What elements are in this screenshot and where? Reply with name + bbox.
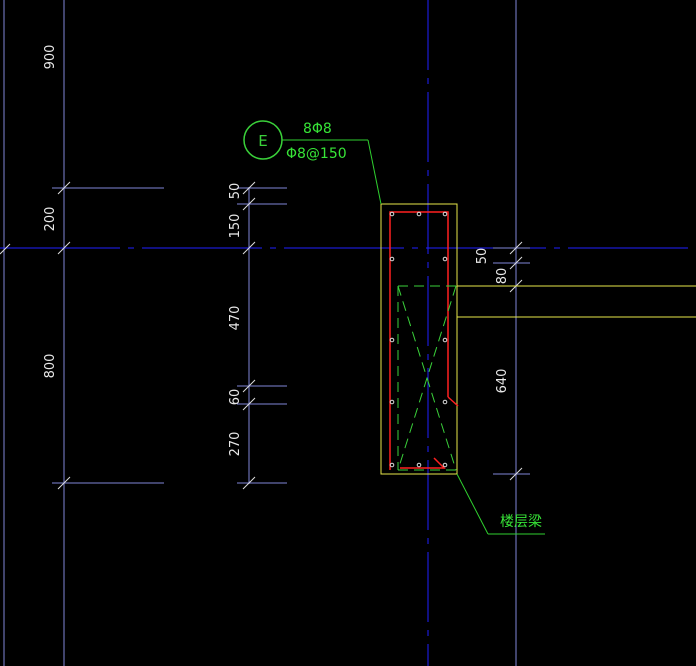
rebar-hook (447, 396, 459, 407)
tick (509, 256, 523, 270)
tick (242, 379, 256, 393)
axis-marker-label: E (258, 132, 267, 150)
rebar-bottom (400, 457, 446, 469)
inner-dim-60: 60 (228, 389, 243, 406)
inner-dim-150: 150 (228, 214, 243, 239)
tick (242, 476, 256, 490)
tick (242, 397, 256, 411)
tick (509, 467, 523, 481)
tick (57, 181, 71, 195)
tick (242, 197, 256, 211)
inner-dim-470: 470 (228, 306, 243, 331)
left-dim-middle: 200 (43, 207, 58, 232)
left-dim-top: 900 (43, 45, 58, 70)
beam-label: 楼层梁 (500, 514, 542, 530)
stirrup-dashed (397, 285, 457, 471)
beam-outline (380, 203, 458, 475)
tick (0, 243, 11, 255)
tick (57, 476, 71, 490)
tick (242, 241, 256, 255)
rebar-outline (389, 211, 449, 470)
right-dim-80: 80 (495, 268, 510, 285)
inner-dim-50: 50 (228, 183, 243, 200)
annotation-leader (367, 139, 382, 205)
inner-dim-270: 270 (228, 432, 243, 457)
tick (509, 241, 523, 255)
rebar-annotation: 8Φ8 (303, 121, 332, 137)
tick (57, 241, 71, 255)
left-dim-bottom: 800 (43, 354, 58, 379)
right-dim-50: 50 (475, 248, 490, 265)
rebar-dots (389, 211, 448, 468)
right-dim-640: 640 (495, 369, 510, 394)
beam-label-leader (456, 473, 489, 535)
tick (242, 181, 256, 195)
stirrup-annotation: Φ8@150 (286, 146, 347, 162)
